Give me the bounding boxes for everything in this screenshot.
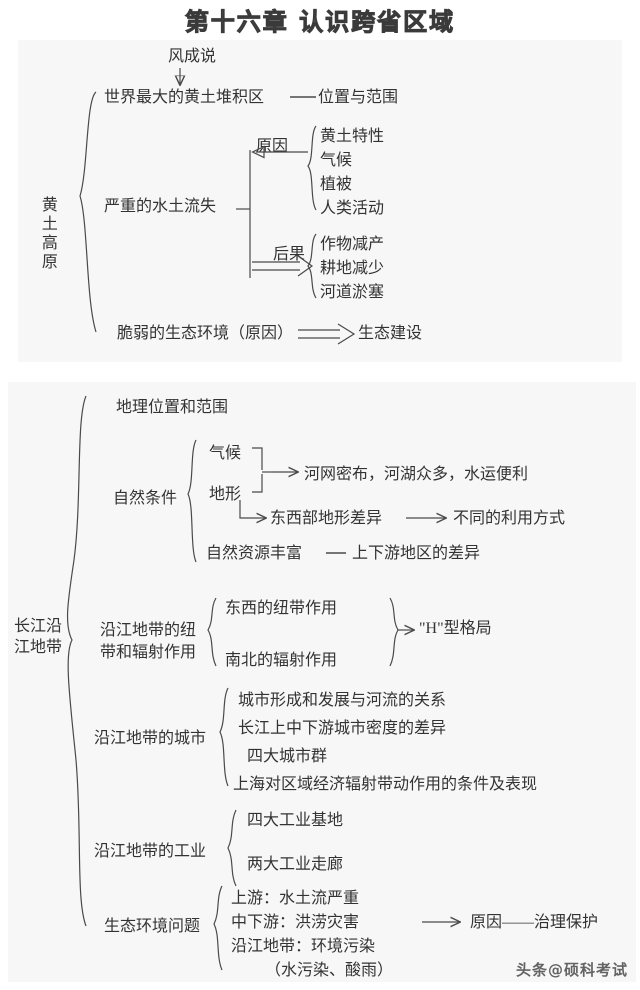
effect-item-1: 耕地减少 xyxy=(320,260,385,277)
shengtai-item-2: 沿江地带：环境污染 xyxy=(231,938,376,955)
cause-item-0: 黄土特性 xyxy=(320,128,385,145)
node-yanjiang-niudai-fushe: 沿江地带的纽 带和辐射作用 xyxy=(100,622,197,661)
label-yuanyin: 原因 xyxy=(256,138,289,155)
shengtai-item-3: （水污染、酸雨） xyxy=(265,962,394,979)
node-yanzhong-shuitu-liushi: 严重的水土流失 xyxy=(104,198,217,215)
node-dongxi-niudai-zuoyong: 东西的纽带作用 xyxy=(225,600,338,617)
node-changjiang-yanjiang-didai-root: 长江沿 江地带 xyxy=(14,618,63,656)
chengshi-item-1: 长江上中下游城市密度的差异 xyxy=(238,720,447,737)
watermark: 头条@硕科考试 xyxy=(515,961,628,979)
panel-changjiang-yanjiang-didai xyxy=(8,382,636,982)
label-houguo: 后果 xyxy=(273,246,306,263)
panel-huangtu-gaoyuan xyxy=(18,40,622,362)
chengshi-item-2: 四大城市群 xyxy=(247,748,328,765)
node-yuanyin-zhili-baohu: 原因——治理保护 xyxy=(470,914,599,931)
node-shijie-zuida-huangtu-duijiqu: 世界最大的黄土堆积区 xyxy=(104,89,265,106)
gongye-item-1: 两大工业走廊 xyxy=(247,856,344,873)
chengshi-item-0: 城市形成和发展与河流的关系 xyxy=(238,692,447,709)
gongye-item-0: 四大工业基地 xyxy=(247,812,344,829)
node-yanjiang-gongye: 沿江地带的工业 xyxy=(94,843,207,860)
node-h-xing-geju: "H"型格局 xyxy=(419,620,492,637)
cause-item-3: 人类活动 xyxy=(320,200,385,217)
node-hewang-mibu: 河网密布，河湖众多，水运便利 xyxy=(304,466,529,483)
cause-item-2: 植被 xyxy=(320,176,353,193)
node-ziran-tiaojian: 自然条件 xyxy=(113,490,178,507)
shengtai-item-0: 上游：水土流严重 xyxy=(231,890,360,907)
effect-item-0: 作物减产 xyxy=(320,236,385,253)
node-shengtai-huanjing-wenti: 生态环境问题 xyxy=(104,918,201,935)
node-dili-weizhi-he-fanwei: 地理位置和范围 xyxy=(116,399,229,416)
chengshi-item-3: 上海对区域经济辐射带动作用的条件及表现 xyxy=(233,776,538,793)
node-shengtai-jianshe: 生态建设 xyxy=(358,325,423,342)
node-ziran-ziyuan-fengfu: 自然资源丰富 xyxy=(206,545,303,562)
node-ziran-dixing: 地形 xyxy=(209,486,242,503)
effect-item-2: 河道淤塞 xyxy=(320,284,385,301)
node-cuiruo-shengtai-huanjing: 脆弱的生态环境（原因） xyxy=(117,325,294,342)
node-ziran-qihou: 气候 xyxy=(209,445,242,462)
node-huangtu-gaoyuan-root: 黄土高原 xyxy=(38,196,56,272)
node-yanjiang-chengshi: 沿江地带的城市 xyxy=(94,730,207,747)
node-fengchengshuo: 风成说 xyxy=(168,48,217,65)
node-shangxiayou-diqu-chayi: 上下游地区的差异 xyxy=(352,545,481,562)
node-weizhi-yu-fanwei: 位置与范围 xyxy=(318,89,399,106)
node-nanbei-fushe-zuoyong: 南北的辐射作用 xyxy=(225,652,338,669)
cause-item-1: 气候 xyxy=(320,152,353,169)
shengtai-item-1: 中下游：洪涝灾害 xyxy=(231,914,360,931)
node-dongxibu-dixing-chayi: 东西部地形差异 xyxy=(270,510,383,527)
node-butong-liyong-fangshi: 不同的利用方式 xyxy=(453,510,566,527)
page-title: 第十六章 认识跨省区域 xyxy=(184,8,456,37)
